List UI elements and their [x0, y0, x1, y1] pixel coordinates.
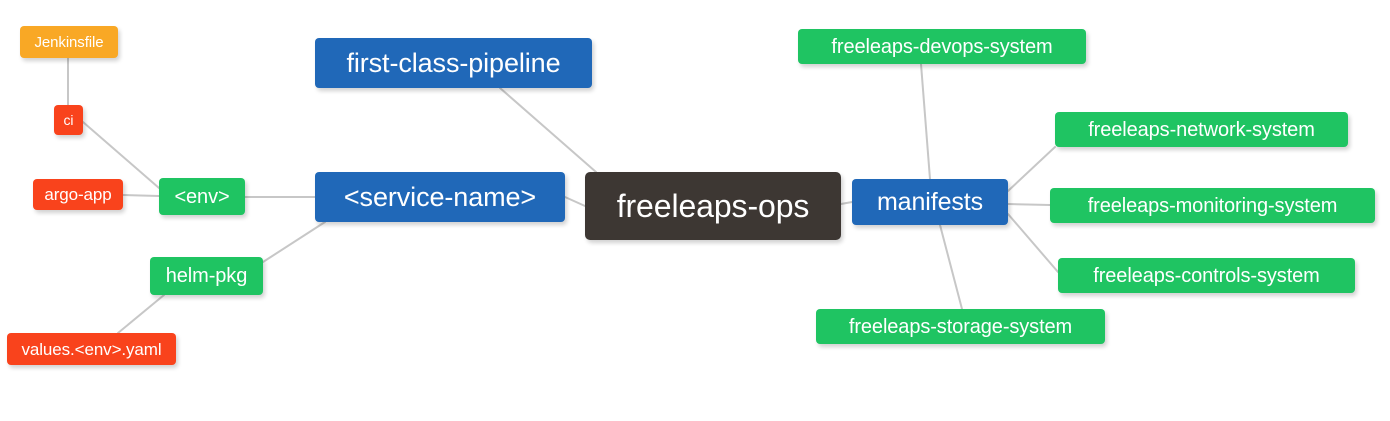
edge-env-to-argo-app [122, 194, 160, 197]
node-argo-app[interactable]: argo-app [33, 179, 123, 210]
edge-manifests-to-freeleaps-monitoring-system [1007, 203, 1051, 206]
node-jenkinsfile[interactable]: Jenkinsfile [20, 26, 118, 58]
node-freeleaps-monitoring-system[interactable]: freeleaps-monitoring-system [1050, 188, 1375, 223]
edge-manifests-to-freeleaps-storage-system [939, 224, 963, 310]
edge-freeleaps-ops-to-manifests [840, 201, 853, 205]
node-freeleaps-controls-system[interactable]: freeleaps-controls-system [1058, 258, 1355, 293]
node-helm-pkg[interactable]: helm-pkg [150, 257, 263, 295]
node-values-env-yaml[interactable]: values.<env>.yaml [7, 333, 176, 365]
edge-freeleaps-ops-to-first-class-pipeline [499, 87, 597, 173]
edge-manifests-to-freeleaps-devops-system [920, 63, 931, 180]
edge-helm-pkg-to-values-env-yaml [117, 294, 165, 334]
node-freeleaps-devops-system[interactable]: freeleaps-devops-system [798, 29, 1086, 64]
node-env[interactable]: <env> [159, 178, 245, 215]
node-manifests[interactable]: manifests [852, 179, 1008, 225]
edge-manifests-to-freeleaps-controls-system [1007, 213, 1059, 273]
edge-freeleaps-ops-to-service-name [564, 196, 586, 207]
node-freeleaps-storage-system[interactable]: freeleaps-storage-system [816, 309, 1105, 344]
node-freeleaps-ops[interactable]: freeleaps-ops [585, 172, 841, 240]
edge-service-name-to-helm-pkg [262, 221, 326, 263]
node-freeleaps-network-system[interactable]: freeleaps-network-system [1055, 112, 1348, 147]
node-ci[interactable]: ci [54, 105, 83, 135]
edge-manifests-to-freeleaps-network-system [1007, 146, 1056, 192]
node-first-class-pipeline[interactable]: first-class-pipeline [315, 38, 592, 88]
node-service-name[interactable]: <service-name> [315, 172, 565, 222]
